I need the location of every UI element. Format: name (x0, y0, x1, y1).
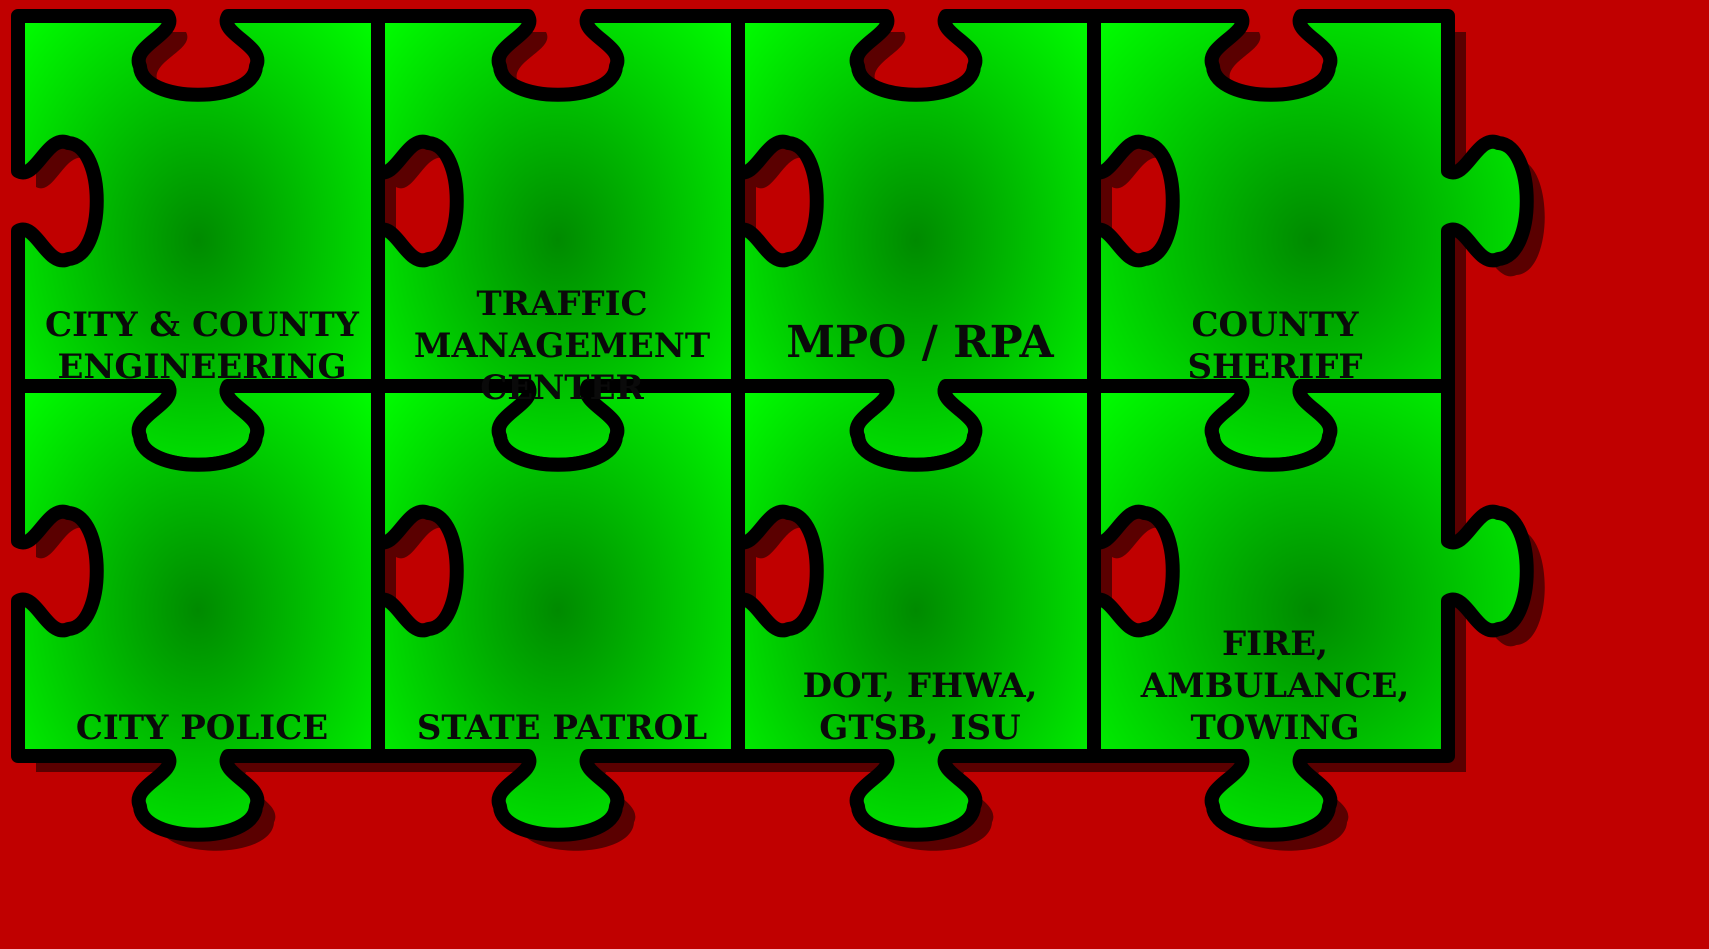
piece-label-city-police: CITY POLICE (76, 708, 328, 748)
piece-label-line: COUNTY (1192, 305, 1360, 345)
piece-label-line: AMBULANCE, (1140, 666, 1410, 706)
piece-label-line: CENTER (480, 368, 644, 408)
piece-label-fire-ambulance-towing: FIRE,AMBULANCE,TOWING (1140, 624, 1410, 748)
piece-label-mpo-rpa: MPO / RPA (786, 317, 1054, 368)
piece-label-line: GTSB, ISU (819, 708, 1020, 748)
puzzle-piece-state-patrol (371, 379, 745, 842)
piece-label-line: MANAGEMENT (414, 326, 710, 366)
piece-label-line: TOWING (1190, 708, 1359, 748)
piece-label-line: MPO / RPA (786, 317, 1054, 368)
piece-layer (11, 9, 1534, 842)
piece-label-line: ENGINEERING (57, 347, 346, 387)
piece-label-dot-fhwa-gtsb-isu: DOT, FHWA,GTSB, ISU (803, 666, 1038, 748)
piece-label-line: CITY & COUNTY (45, 305, 360, 345)
puzzle-piece-fire-ambulance-towing (1087, 379, 1534, 842)
piece-label-line: DOT, FHWA, (803, 666, 1038, 706)
piece-label-state-patrol: STATE PATROL (417, 708, 707, 748)
piece-label-line: SHERIFF (1187, 347, 1362, 387)
puzzle-piece-city-police (11, 379, 385, 842)
piece-label-line: STATE PATROL (417, 708, 707, 748)
puzzle-piece-dot-fhwa-gtsb-isu (731, 379, 1101, 842)
piece-label-line: CITY POLICE (76, 708, 328, 748)
piece-label-line: TRAFFIC (476, 284, 647, 324)
piece-label-line: FIRE, (1222, 624, 1328, 664)
